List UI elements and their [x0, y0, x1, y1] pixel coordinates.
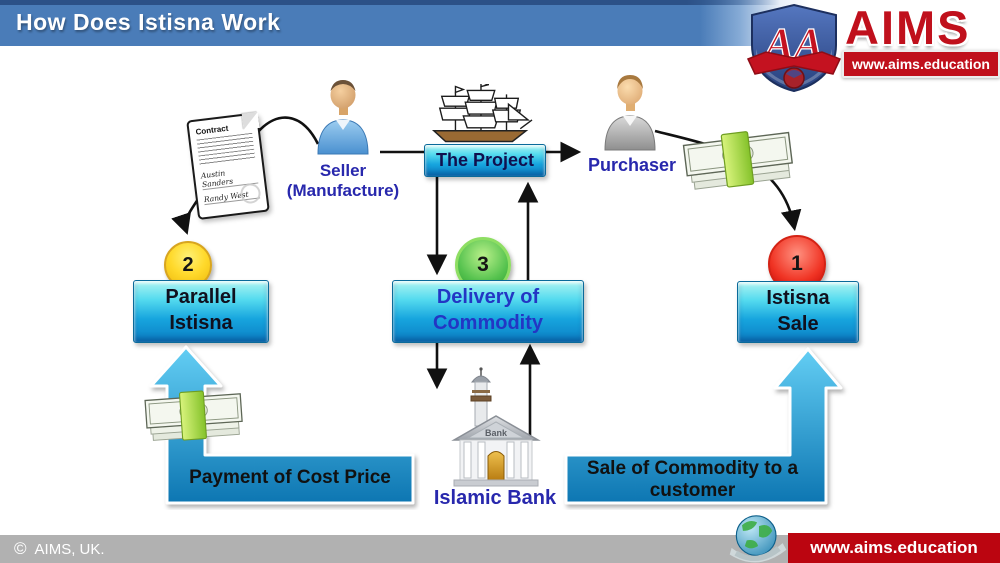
money-stack-top-icon — [682, 131, 793, 190]
sale-label: Sale of Commodity to a customer — [586, 458, 799, 501]
copyright-icon: © — [14, 539, 27, 558]
curve-seller-to-contract — [256, 116, 320, 145]
ship-icon — [431, 84, 533, 143]
islamic-bank-label: Islamic Bank — [433, 487, 557, 509]
money-stack-bottom-icon — [144, 390, 243, 441]
page-title: How Does Istisna Work — [16, 9, 281, 35]
islamic-bank-icon: Bank — [451, 367, 541, 487]
project-box: The Project — [424, 144, 546, 177]
footer-site-badge: www.aims.education — [788, 533, 1000, 563]
contract-icon: Contract Austin Sanders Randy West — [186, 111, 270, 221]
istisna-sale-box: Istisna Sale — [737, 281, 859, 343]
seller-label: Seller (Manufacture) — [286, 161, 400, 200]
bank-sign: Bank — [485, 428, 508, 438]
aims-shield-icon: AA — [746, 3, 842, 93]
parallel-istisna-box: Parallel Istisna — [133, 280, 269, 343]
payment-label: Payment of Cost Price — [189, 467, 391, 488]
seller-icon — [317, 80, 369, 155]
purchaser-label: Purchaser — [587, 155, 677, 175]
brand-text: AIMS — [845, 1, 971, 54]
delivery-commodity-box: Delivery of Commodity — [392, 280, 584, 343]
page-fold — [241, 111, 260, 130]
contract-seal — [239, 182, 262, 205]
payment-flow-arrow — [149, 345, 415, 505]
footer-owner: AIMS, UK. — [34, 541, 105, 558]
sale-flow-arrow — [564, 347, 843, 505]
brand-url-badge: www.aims.education — [842, 50, 1000, 78]
purchaser-icon — [604, 75, 656, 151]
globe-icon — [729, 515, 787, 563]
